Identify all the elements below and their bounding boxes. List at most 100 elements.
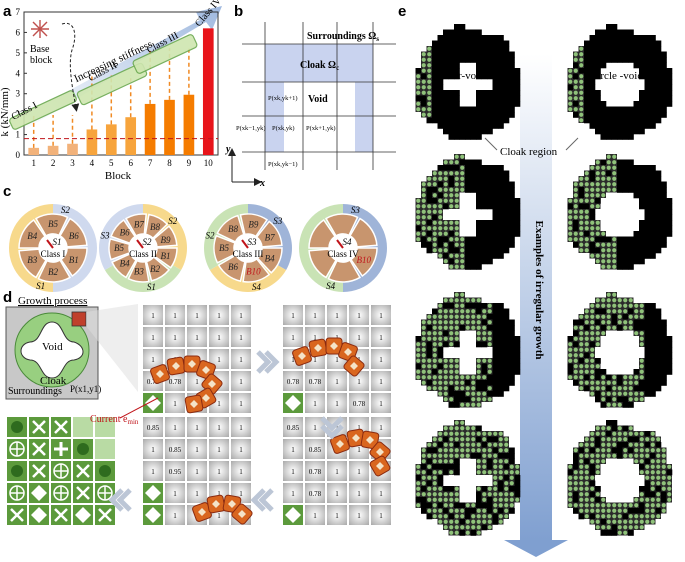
cloak-pixel-icon [427,113,431,117]
cloak-pixel-icon [438,331,442,335]
cloak-pixel-icon [612,375,616,379]
surrounding-pixel [504,79,510,85]
grid-cell-value: 1 [291,312,295,320]
cloak-pixel-icon [449,448,453,452]
surrounding-pixel [493,314,499,320]
cloak-pixel-icon [433,470,437,474]
surrounding-pixel [493,74,499,80]
cloak-pixel-icon [574,487,578,491]
surrounding-pixel [584,386,590,392]
surrounding-pixel [645,74,651,80]
cloak-pixel-icon [601,315,605,319]
surrounding-pixel [509,52,515,58]
surrounding-pixel [449,107,455,113]
surrounding-pixel [601,530,607,536]
surrounding-pixel [454,442,460,448]
surrounding-pixel [487,176,493,182]
surrounding-pixel [595,237,601,243]
cloak-pixel-icon [574,476,578,480]
cloak-pixel-icon [455,298,459,302]
cloak-pixel-icon [444,221,448,225]
cloak-pointer-left [485,138,497,150]
cloak-pixel-icon [444,397,448,401]
cloak-pixel-icon [612,265,616,269]
surrounding-pixel [493,347,499,353]
surrounding-pixel [645,220,651,226]
cloak-pixel-icon [579,342,583,346]
surrounding-pixel [595,41,601,47]
surrounding-pixel [661,96,667,102]
surrounding-pixel [639,325,645,331]
surrounding-pixel [617,134,623,140]
surrounding-pixel [595,486,601,492]
cloak-pixel-icon [640,459,644,463]
surrounding-pixel [438,442,444,448]
cloak-pixel-icon [477,370,481,374]
cloak-pixel-icon [504,470,508,474]
surrounding-pixel [509,107,515,113]
cloak-pixel-icon [640,492,644,496]
surrounding-pixel [650,309,656,315]
surrounding-pixel [601,107,607,113]
surrounding-pixel [515,198,521,204]
grid-cell-value: 1 [335,312,339,320]
cloak-pixel-icon [466,426,470,430]
grid-cell-value: 1 [313,312,317,320]
surrounding-pixel [573,112,579,118]
cloak-pixel-icon [433,315,437,319]
surrounding-pixel [667,369,673,375]
surrounding-pixel [617,176,623,182]
surrounding-pixel [573,320,579,326]
class-center-label: Class III [233,249,264,259]
surrounding-pixel [482,242,488,248]
base-block-label-1: Base [30,44,50,55]
cloak-pixel-icon [585,309,589,313]
cloak-pixel-icon [449,265,453,269]
surrounding-pixel [634,118,640,124]
cloak-pixel-icon [568,237,572,241]
cloak-pixel-icon [629,514,633,518]
surrounding-pixel [650,35,656,41]
cloak-pixel-icon [444,498,448,502]
surrounding-pixel [482,442,488,448]
cloak-pixel-icon [438,459,442,463]
block-label: B9 [248,220,258,230]
cloak-pixel-icon [433,443,437,447]
surrounding-pixel [623,397,629,403]
surrounding-pixel [623,264,629,270]
cloak-pixel-icon [416,465,420,469]
surrounding-pixel [568,85,574,91]
surrounding-pixel [573,220,579,226]
surrounding-pixel [482,165,488,171]
cloak-pixel-icon [629,315,633,319]
surrounding-pixel [493,101,499,107]
cloak-pixel-icon [601,498,605,502]
cloak-pixel-icon [574,232,578,236]
grid-cell-value: 1 [239,424,243,432]
surrounding-pixel [645,431,651,437]
surrounding-pixel [476,259,482,265]
surrounding-pixel [493,63,499,69]
surrounding-pixel [460,107,466,113]
surrounding-pixel [460,30,466,36]
surrounding-pixel [432,57,438,63]
surrounding-pixel [443,112,449,118]
surrounding-pixel [595,369,601,375]
cloak-pixel-icon [656,465,660,469]
surrounding-pixel [645,369,651,375]
cloak-pixel-icon [579,375,583,379]
cloak-pixel-icon [449,226,453,230]
cloak-pixel-icon [471,309,475,313]
surrounding-pixel [504,309,510,315]
surrounding-pixel [590,96,596,102]
surrounding-pixel [590,448,596,454]
cloak-pixel-icon [466,454,470,458]
bar-block-2 [48,146,59,155]
surrounding-pixel [634,63,640,69]
surrounding-pixel [617,264,623,270]
grid-cell-value: 0.78 [309,468,322,476]
surrounding-pixel [623,402,629,408]
cloak-pixel-icon [574,375,578,379]
surrounding-pixel [645,353,651,359]
surrounding-pixel [656,486,662,492]
